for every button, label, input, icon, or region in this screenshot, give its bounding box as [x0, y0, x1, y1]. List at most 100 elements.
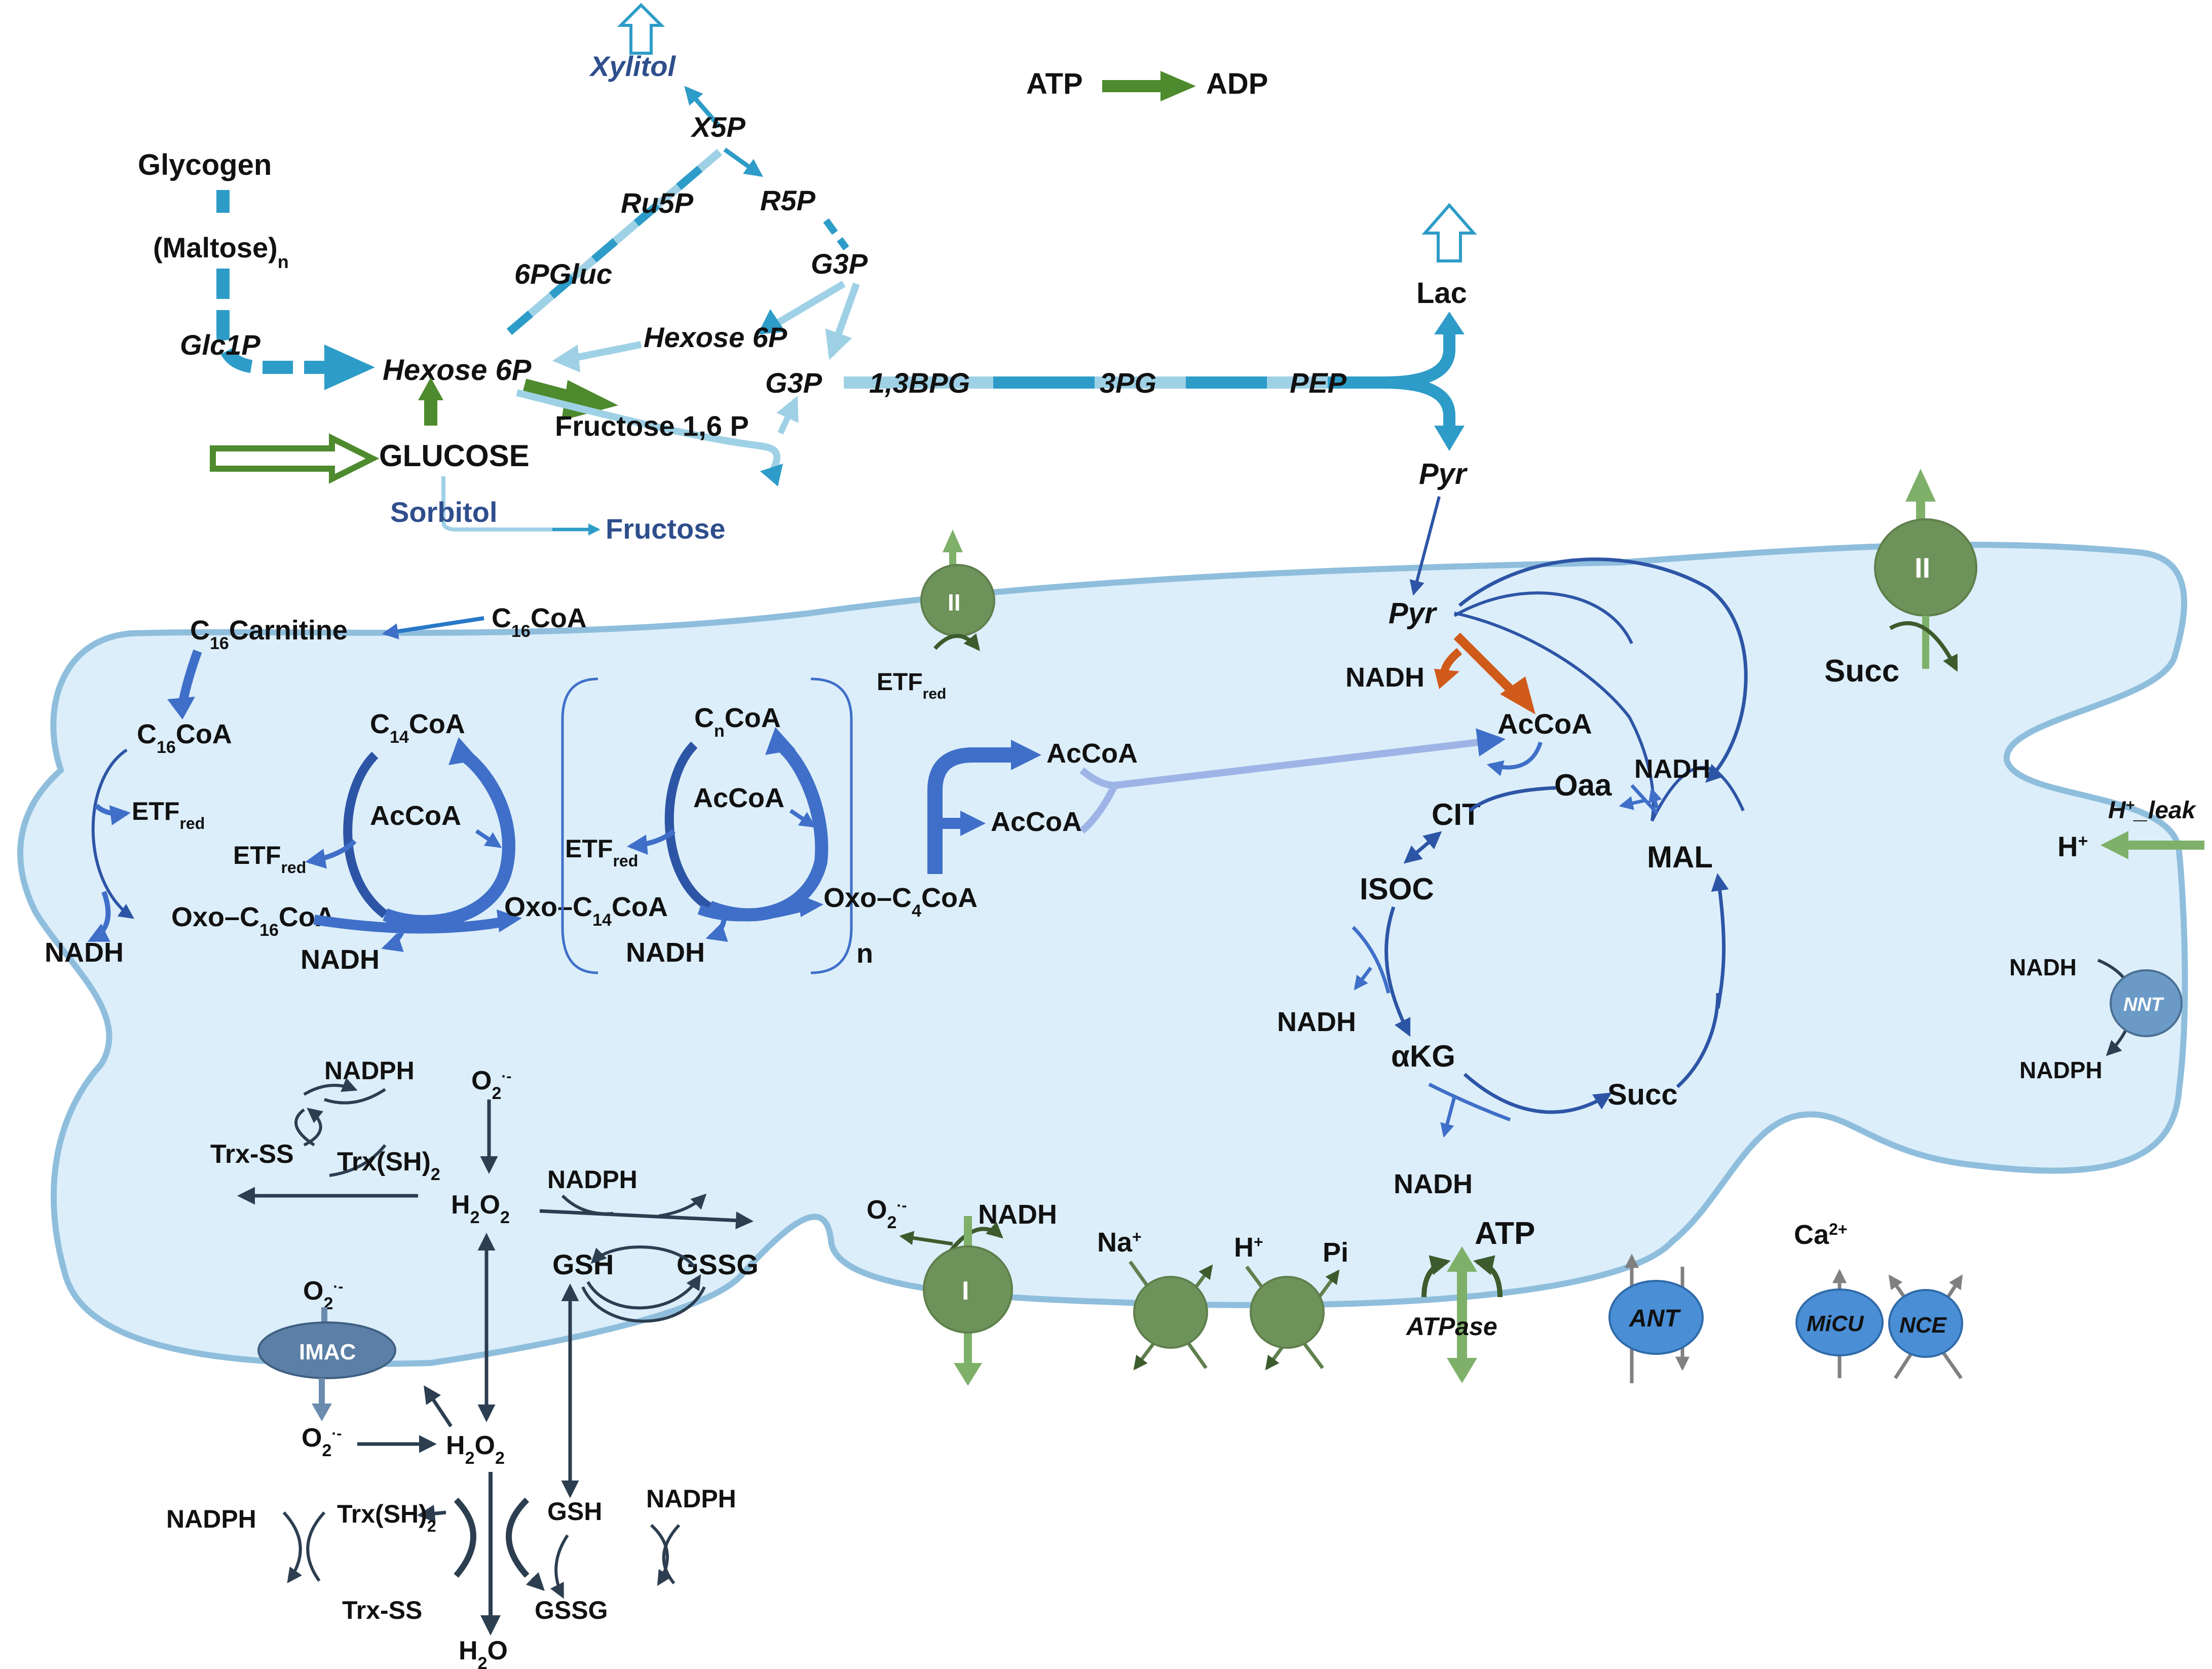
etfred-complex-label: ETFred — [877, 669, 946, 702]
atp-membrane-label: ATP — [1475, 1216, 1535, 1251]
nadh-3-label: NADH — [626, 937, 705, 968]
13bpg-label: 1,3BPG — [869, 367, 970, 399]
g3p-top-label: G3P — [811, 248, 868, 280]
complex-i-label: I — [962, 1276, 969, 1306]
cit-label: CIT — [1432, 798, 1481, 831]
gsh-bottom-label: GSH — [547, 1497, 602, 1526]
xylitol-label: Xylitol — [589, 50, 676, 82]
isoc-label: ISOC — [1360, 872, 1434, 906]
trx-ss-top-label: Trx-SS — [210, 1140, 294, 1169]
6pgluc-label: 6PGluc — [514, 258, 612, 290]
h-leak-label: H+_leak — [2108, 797, 2197, 824]
3pg-label: 3PG — [1100, 367, 1156, 399]
fructose16p-label: Fructose 1,6 P — [555, 410, 749, 442]
pep-label: PEP — [1290, 367, 1347, 399]
glycogen-label: Glycogen — [138, 148, 272, 181]
o2-top-label: O2·- — [471, 1066, 511, 1103]
ant-transporter: ANT — [1608, 1254, 1704, 1383]
etfred-1-label: ETFred — [132, 797, 205, 832]
nadph-gsh-label: NADPH — [547, 1165, 638, 1194]
lac-outlet-arrow — [1421, 203, 1477, 262]
accoa-tca-label: AcCoA — [1497, 708, 1592, 740]
nnt-circle — [2110, 969, 2183, 1037]
complex-ii-large-label: II — [1915, 552, 1930, 584]
beta-oxidation: C16CoA C16Carnitine C16CoA ETFred NADH O… — [45, 603, 1506, 975]
pyr-cyto-label: Pyr — [1419, 458, 1468, 490]
nadph-trx-label: NADPH — [324, 1056, 415, 1085]
complex-i-circle — [923, 1245, 1013, 1334]
xylitol-outlet-arrow — [617, 3, 665, 55]
pi-label: Pi — [1323, 1237, 1348, 1268]
trx-sh2-bottom-label: Trx(SH)2 — [337, 1500, 436, 1535]
complex-ii-small-label: II — [948, 589, 961, 616]
accoa-2-label: AcCoA — [693, 783, 784, 813]
nadh-pdh-label: NADH — [1345, 662, 1424, 693]
h2o2-top-label: H2O2 — [451, 1190, 510, 1227]
accoa-1-label: AcCoA — [370, 801, 461, 831]
maltose-label: (Maltose)n — [153, 232, 289, 272]
x5p-label: X5P — [690, 111, 745, 143]
nce-circle — [1888, 1289, 1963, 1358]
fructose-label: Fructose — [606, 513, 726, 545]
legend-atp-label: ATP — [1026, 67, 1083, 100]
tca-cycle: Pyr NADH AcCoA Oaa NADH CIT ISOC MAL NAD… — [1277, 557, 1748, 1199]
c14coa-label: C14CoA — [370, 709, 465, 747]
h2o-label: H2O — [459, 1636, 508, 1669]
bracket-left — [561, 677, 598, 974]
nce-label: NCE — [1899, 1313, 1947, 1338]
imac-channel — [257, 1321, 396, 1379]
micu-label: MiCU — [1807, 1311, 1864, 1336]
legend-atp-adp: ATP ADP — [1026, 67, 1268, 101]
r5p-label: R5P — [760, 184, 816, 216]
na-h-circle — [1133, 1276, 1208, 1349]
sorbitol-label: Sorbitol — [390, 496, 498, 528]
hexose6p-label: Hexose 6P — [383, 354, 532, 387]
cncoa-label: CnCoA — [694, 703, 781, 741]
mal-label: MAL — [1647, 840, 1713, 874]
na-h-exchanger: Na+ — [1097, 1227, 1213, 1371]
ros-detox: NADPH Trx-SS Trx(SH)2 O2·- H2O2 NADPH GS… — [166, 1056, 759, 1669]
glycolysis-pathway: Xylitol X5P Glycogen (Maltose)n Glc1P Ru… — [138, 3, 1477, 596]
ant-circle — [1608, 1280, 1704, 1355]
calcium-transport: Ca2+ MiCU NCE — [1794, 1220, 1963, 1380]
c16carnitine-label: C16Carnitine — [190, 615, 348, 653]
etfred-3-label: ETFred — [565, 834, 638, 870]
h-pi-label: H+ — [1234, 1232, 1263, 1263]
oxo-c4coa-label: Oxo–C4CoA — [823, 883, 978, 921]
nadh-akgdh-label: NADH — [1394, 1169, 1473, 1199]
nnt-nadph-label: NADPH — [2019, 1057, 2103, 1083]
etfred-2-label: ETFred — [233, 841, 306, 877]
h2o2-bottom-label: H2O2 — [446, 1431, 505, 1468]
glucose-uptake-arrow — [210, 433, 380, 484]
accoa-3-label: AcCoA — [1046, 738, 1138, 769]
nadph-trx-bottom-label: NADPH — [166, 1505, 256, 1533]
na-label: Na+ — [1097, 1227, 1142, 1258]
succ-membrane-label: Succ — [1824, 654, 1899, 689]
glucose-label: GLUCOSE — [379, 439, 530, 473]
c16coa-label: C16CoA — [137, 719, 232, 757]
ru5p-label: Ru5P — [621, 187, 694, 219]
pi-h-carrier: H+ Pi — [1234, 1232, 1348, 1371]
trx-sh2-top-label: Trx(SH)2 — [337, 1147, 440, 1184]
proton-leak: H+_leak H+ — [2057, 797, 2204, 862]
nnt-nadh-label: NADH — [2009, 954, 2077, 980]
micu-circle — [1795, 1288, 1884, 1356]
nnt-transhydrogenase: NADH NNT NADPH — [2009, 954, 2183, 1083]
complex-i: O2·- NADH I — [867, 1195, 1057, 1386]
c16coa-cyto-label: C16CoA — [492, 603, 587, 641]
atp-synthase: ATP ATPase — [1405, 1216, 1535, 1383]
pyr-mito-label: Pyr — [1389, 597, 1438, 630]
nadh-2-label: NADH — [301, 944, 380, 975]
complex-ii-large: II Succ — [1824, 469, 1977, 689]
glc1p-label: Glc1P — [180, 329, 260, 361]
nnt-label: NNT — [2123, 994, 2164, 1015]
nadh-complex-i-label: NADH — [978, 1199, 1057, 1230]
hexose6p-right-label: Hexose 6P — [644, 321, 788, 353]
lac-label: Lac — [1416, 277, 1467, 310]
nadh-mdh-label: NADH — [1634, 754, 1710, 784]
oaa-label: Oaa — [1554, 768, 1612, 802]
accoa-4-label: AcCoA — [991, 807, 1082, 837]
complex-ii-upper: II ETFred — [877, 529, 995, 702]
nadh-1-label: NADH — [45, 937, 124, 968]
